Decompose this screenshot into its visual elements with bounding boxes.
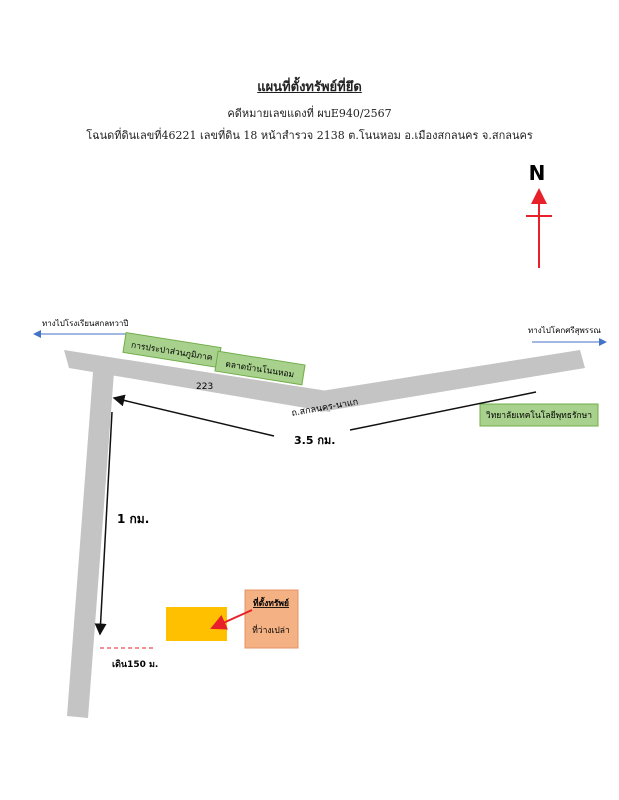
property-label-line1: ที่ตั้งทรัพย์ xyxy=(253,596,289,609)
roads xyxy=(64,350,585,718)
route-arrows xyxy=(94,391,537,636)
property-plot xyxy=(166,607,227,641)
map-title: แผนที่ตั้งทรัพย์ที่ยึด xyxy=(257,80,362,95)
to-east-label: ทางไปโคกศรีสุพรรณ xyxy=(528,325,601,335)
property-label-box xyxy=(244,589,299,649)
walk-distance-label: เดิน150 ม. xyxy=(112,659,158,670)
to-west-label: ทางไปโรงเรียนสกลทวาปี xyxy=(42,318,128,328)
north-label: N xyxy=(529,161,546,185)
main-road-west xyxy=(64,350,334,412)
college-landmark: วิทยาลัยเทคโนโลยีพุทธรักษา xyxy=(479,403,599,427)
deed-info: โฉนดที่ดินเลขที่46221 เลขที่ดิน 18 หน้าส… xyxy=(86,129,533,142)
property-pointer-arrow xyxy=(210,609,253,630)
market-landmark: ตลาดบ้านโนนหอม xyxy=(214,350,306,386)
direction-arrows: ทางไปโรงเรียนสกลทวาปี ทางไปโคกศรีสุพรรณ xyxy=(33,318,607,346)
main-road-east xyxy=(315,350,585,412)
main-distance-label: 3.5 กม. xyxy=(294,434,335,447)
road-number: 223 xyxy=(196,382,213,392)
side-road xyxy=(67,372,114,718)
case-number: คดีหมายเลขแดงที่ ผบE940/2567 xyxy=(227,107,392,120)
property-label-line2: ที่ว่างเปล่า xyxy=(252,624,290,636)
college-label: วิทยาลัยเทคโนโลยีพุทธรักษา xyxy=(486,410,592,421)
north-arrow-icon: N xyxy=(526,161,552,268)
side-distance-label: 1 กม. xyxy=(117,512,149,526)
